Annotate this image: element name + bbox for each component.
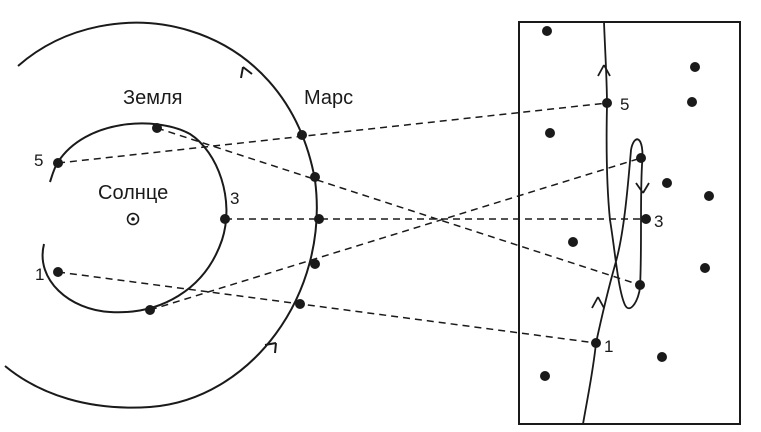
sky-path-arrow-top-icon <box>597 64 611 77</box>
sight-line-1 <box>57 271 597 344</box>
earth-label: Земля <box>123 87 182 109</box>
sky-number-1: 1 <box>604 337 613 356</box>
star <box>657 352 667 362</box>
mars-point-1 <box>295 299 305 309</box>
earth-point-5 <box>53 158 63 168</box>
earth-number-5: 5 <box>34 151 43 170</box>
star <box>690 62 700 72</box>
earth-point-1 <box>53 267 63 277</box>
star <box>540 371 550 381</box>
sky-point-2 <box>636 153 646 163</box>
background-stars <box>540 26 714 381</box>
earth-number-3: 3 <box>230 189 239 208</box>
sun-label: Солнце <box>98 182 168 204</box>
mars-sky-path <box>582 21 644 425</box>
star <box>704 191 714 201</box>
sky-frame <box>518 21 741 425</box>
mars-orbit-arrow-top-icon <box>240 66 253 79</box>
sky-positions <box>591 98 651 348</box>
sky-point-3 <box>641 214 651 224</box>
star <box>568 237 578 247</box>
sky-point-4 <box>635 280 645 290</box>
earth-positions <box>53 123 230 315</box>
sky-number-5: 5 <box>620 95 629 114</box>
mars-point-2 <box>310 259 320 269</box>
earth-point-3 <box>220 214 230 224</box>
mars-point-3 <box>314 214 324 224</box>
star <box>662 178 672 188</box>
sight-line-2 <box>149 157 642 311</box>
star <box>687 97 697 107</box>
mars-orbit <box>4 21 318 409</box>
mars-point-5 <box>297 130 307 140</box>
star <box>545 128 555 138</box>
earth-point-4 <box>152 123 162 133</box>
sky-path-arrow-bottom-icon <box>591 296 605 309</box>
mars-positions <box>295 130 324 309</box>
sky-path-arrow-loop-icon <box>635 182 650 194</box>
sun-icon <box>126 212 140 226</box>
sight-line-5 <box>57 102 608 164</box>
mars-orbit-arrow-bottom-icon <box>264 342 277 354</box>
earth-orbit <box>41 122 228 314</box>
mars-point-4 <box>310 172 320 182</box>
star <box>700 263 710 273</box>
sky-point-1 <box>591 338 601 348</box>
sky-point-5 <box>602 98 612 108</box>
star <box>542 26 552 36</box>
mars-label: Марс <box>304 87 353 109</box>
sky-number-3: 3 <box>654 212 663 231</box>
earth-point-2 <box>145 305 155 315</box>
sight-line-4 <box>156 127 641 286</box>
sight-lines <box>57 102 646 344</box>
earth-number-1: 1 <box>35 265 44 284</box>
